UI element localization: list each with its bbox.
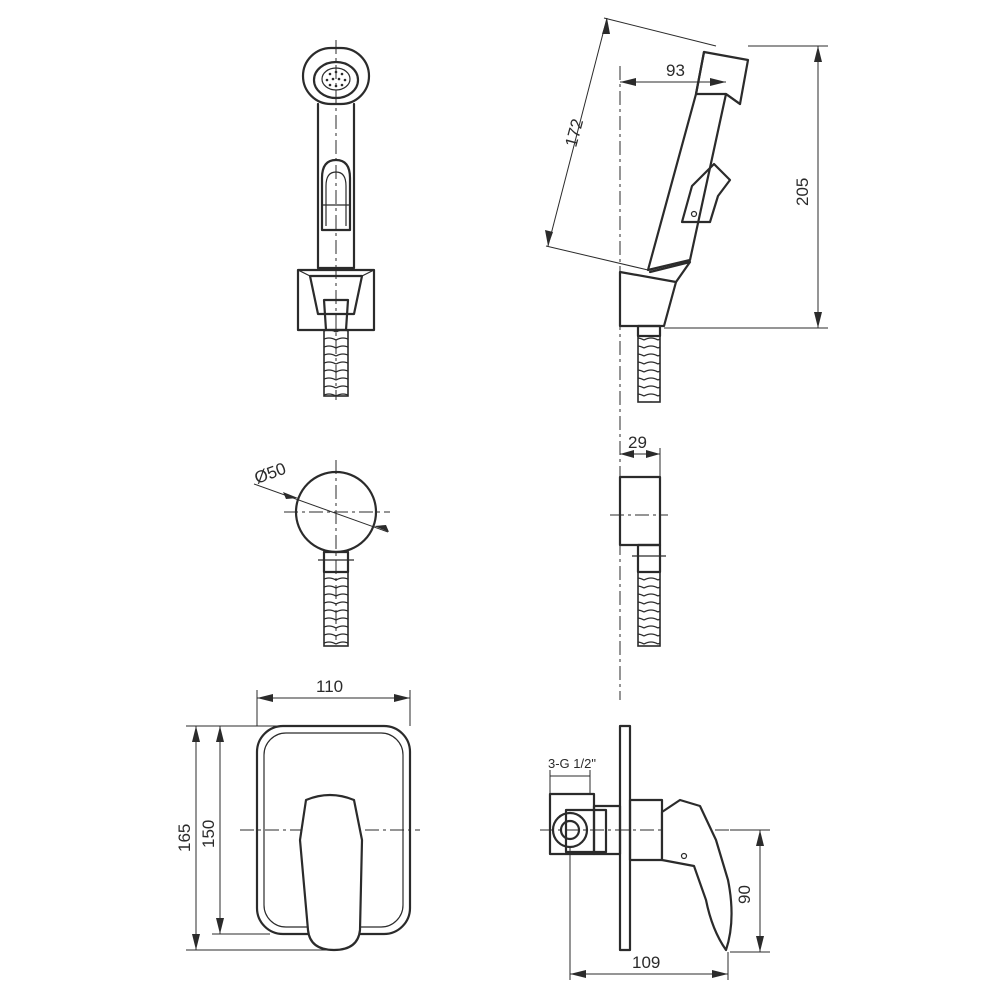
- mixer-lever-front: [298, 793, 364, 952]
- trigger-inner: [325, 171, 347, 226]
- dim-150-arrow-bottom: [216, 918, 224, 934]
- dim-29-arrow-right: [646, 450, 660, 458]
- shower-handle: [316, 102, 356, 270]
- hand-shower-side-view: 172 93 205: [545, 17, 828, 700]
- dim-172-line: [547, 17, 608, 247]
- hose-side: [637, 335, 661, 403]
- thread-label: 3-G 1/2": [548, 756, 596, 771]
- dim-165-arrow-top: [192, 726, 200, 742]
- dim-93-arrow-left: [620, 78, 636, 86]
- dim-172-text: 172: [562, 117, 588, 149]
- dim-172-arrow-bottom: [545, 230, 553, 246]
- shower-body-side: [646, 50, 750, 272]
- spray-nozzle-area: [321, 67, 351, 91]
- hose-outlet-side: [637, 571, 661, 647]
- mixer-front-view: 110 165 150: [175, 677, 420, 952]
- mixer-side-view: 3-G 1/2" 90 109: [540, 724, 770, 980]
- hose-front: [323, 329, 349, 397]
- dim-150-text: 150: [199, 820, 218, 848]
- valve-neck: [592, 804, 622, 856]
- wall-outlet-front-view: Ø50: [252, 459, 390, 647]
- shower-holder: [296, 268, 376, 332]
- dim-165-text: 165: [175, 824, 194, 852]
- shower-head-face: [312, 60, 360, 100]
- dim-110-text: 110: [316, 677, 343, 696]
- dim-205-arrow-bottom: [814, 312, 822, 328]
- holder-cradle: [308, 274, 364, 316]
- dim-205-text: 205: [793, 178, 812, 206]
- mixer-lever-side: [660, 798, 733, 952]
- shower-nozzle-side: [694, 50, 742, 106]
- dim-109-arrow-left: [570, 970, 586, 978]
- outlet-body-side: [618, 475, 662, 547]
- dim-205-arrow-top: [814, 46, 822, 62]
- holder-side: [618, 270, 678, 328]
- dim-110-arrow-right: [394, 694, 410, 702]
- shower-trigger: [320, 158, 352, 232]
- dim-diameter-arrow-right: [374, 525, 389, 532]
- dim-29-arrow-left: [620, 450, 634, 458]
- inlet-port-inner: [559, 819, 581, 841]
- outlet-connector-side: [636, 543, 662, 574]
- dim-90-arrow-top: [756, 830, 764, 846]
- dim-165-arrow-bottom: [192, 934, 200, 950]
- dim-diameter-text: Ø50: [252, 459, 289, 488]
- dim-93-arrow-right: [710, 78, 726, 86]
- dim-90-arrow-bottom: [756, 936, 764, 952]
- dim-172-ext-bottom: [545, 245, 649, 271]
- shower-head-outline: [301, 46, 371, 106]
- trigger-side: [680, 162, 732, 224]
- dim-150-arrow-top: [216, 726, 224, 742]
- spray-holes: [325, 70, 347, 88]
- dim-29-text: 29: [628, 433, 647, 452]
- dim-172-ext-top: [603, 17, 717, 47]
- lever-pin: [680, 852, 688, 860]
- dim-diameter-arrow-left: [283, 492, 298, 499]
- valve-body-rear: [564, 808, 608, 854]
- inlet-port-outer: [551, 811, 589, 849]
- holder-top-side: [648, 260, 692, 284]
- dim-90-text: 90: [735, 885, 754, 904]
- holder-edge-left: [297, 269, 311, 277]
- dim-diameter-line: [253, 483, 389, 533]
- dim-93-text: 93: [666, 61, 685, 80]
- hose-connector-side: [636, 324, 662, 338]
- holder-edge-right: [361, 269, 375, 277]
- trigger-pin: [690, 210, 698, 218]
- plate-side: [618, 724, 632, 952]
- wall-outlet-side-view: 29: [610, 433, 668, 647]
- hand-shower-front-view: [296, 40, 376, 400]
- dim-172-arrow-top: [602, 18, 610, 34]
- dim-110-arrow-left: [257, 694, 273, 702]
- inlet-block: [548, 792, 596, 856]
- hose-outlet-front: [323, 571, 349, 647]
- dim-109-arrow-right: [712, 970, 728, 978]
- dim-109-text: 109: [632, 953, 660, 972]
